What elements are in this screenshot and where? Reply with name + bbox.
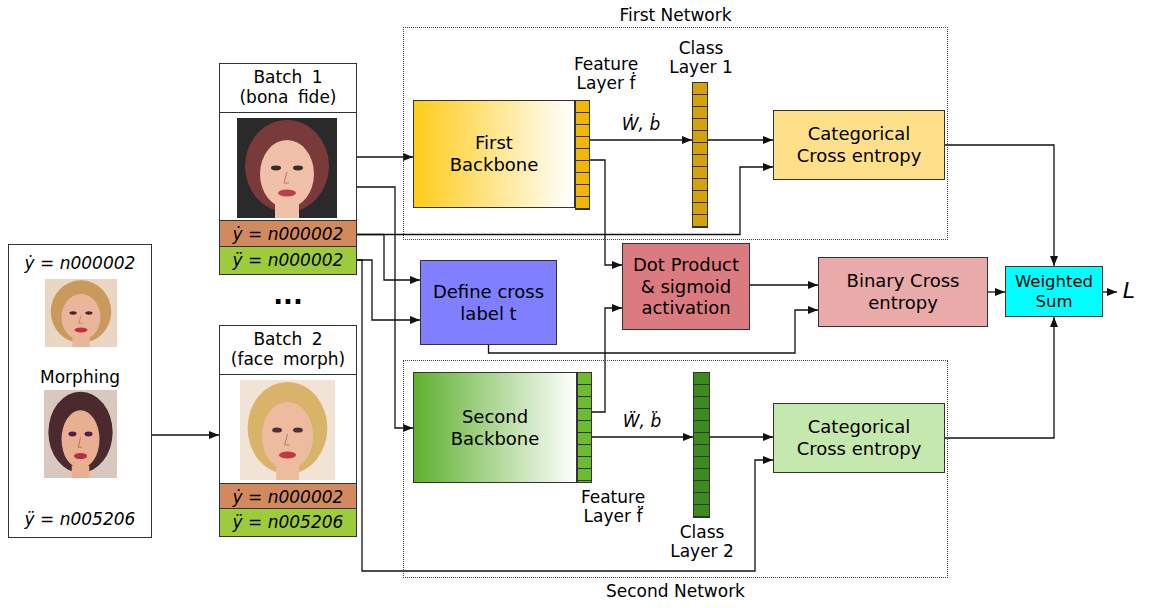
- connector-arrow: [357, 187, 413, 428]
- node-text: Second Backbone: [445, 406, 545, 449]
- backbone-box: First Backbone: [413, 100, 575, 208]
- nose: [79, 316, 83, 323]
- heading-text: Class Layer 1: [661, 39, 741, 77]
- connector-arrow: [592, 436, 693, 437]
- eye: [68, 432, 76, 437]
- node-text: Categorical Cross entropy: [784, 123, 934, 166]
- process-box: Define cross label t: [420, 260, 557, 345]
- loss-box: Binary Cross entropy: [818, 257, 988, 327]
- label-strip: ÿ = n000002: [219, 246, 357, 275]
- network-region: Second NetworkSecond BackboneFeature Lay…: [403, 360, 948, 578]
- hair: [51, 280, 111, 343]
- batch-box: Batch 1 (bona fide) ẏ = n000002 ÿ = n00000…: [219, 63, 357, 273]
- connector-arrow: [988, 291, 1005, 292]
- node-text: First Backbone: [444, 132, 544, 175]
- connector-arrow: [750, 284, 818, 285]
- node-text: Dot Product & sigmoid activation: [630, 254, 742, 319]
- backbone-box: Second Backbone: [413, 372, 577, 483]
- node-text: Weighted Sum: [1011, 272, 1097, 312]
- connector-arrow: [590, 139, 692, 140]
- face-photo: [44, 390, 117, 478]
- heading-text: Feature Layer f̈: [573, 488, 653, 526]
- node-text: Define cross label t: [429, 281, 549, 324]
- node-text: ÿ = n005206: [233, 512, 344, 532]
- node-text: ÿ = n005206: [9, 509, 151, 529]
- edge-label: Ẇ, ḃ: [596, 114, 686, 134]
- node-text: Morphing: [9, 367, 151, 387]
- feature-layer: Feature Layer f̈: [577, 372, 592, 483]
- eye: [69, 311, 76, 314]
- edge-label: Ẅ, b̈: [597, 411, 687, 431]
- class-layer: Class Layer 2: [693, 372, 710, 518]
- connector-arrow: [357, 260, 420, 320]
- feature-layer: Feature Layer ḟ: [575, 100, 590, 210]
- hair: [48, 392, 112, 473]
- connector-arrow: [945, 317, 1054, 438]
- connector-arrow: [708, 139, 773, 140]
- heading-text: Class Layer 2: [662, 523, 742, 561]
- photo-ground: [45, 279, 117, 347]
- node-text: Categorical Cross entropy: [784, 416, 934, 459]
- eye: [85, 432, 93, 437]
- batch-box: Batch 2 (face morph) ẏ = n000002 ÿ = n0052…: [219, 325, 357, 535]
- node-text: ẏ = n000002: [233, 487, 344, 507]
- heading-text: Feature Layer ḟ: [566, 55, 646, 93]
- heading-text: Second Network: [404, 581, 947, 601]
- connector-arrow: [357, 156, 413, 157]
- network-region: First NetworkFirst BackboneFeature Layer…: [403, 27, 948, 240]
- nose: [78, 438, 82, 448]
- node-text: ẏ = n000002: [9, 253, 151, 273]
- connector-arrow: [357, 235, 420, 281]
- heading-text: First Network: [404, 5, 947, 25]
- ellipsis-mark: ...: [263, 280, 313, 311]
- connector-arrow: [710, 436, 773, 437]
- lips: [75, 328, 88, 333]
- process-box: Dot Product & sigmoid activation: [622, 243, 750, 330]
- connector-arrow: [590, 160, 622, 265]
- loss-box: Categorical Cross entropy: [773, 403, 945, 473]
- face-photo: [45, 279, 117, 347]
- class-layer: Class Layer 1: [692, 82, 708, 228]
- source-faces-box: ẏ = n000002Morphing ÿ = n005206: [8, 244, 152, 538]
- output-symbol: L: [1120, 278, 1138, 304]
- connector-arrow: [152, 434, 219, 435]
- neck: [72, 466, 90, 478]
- sum-box: Weighted Sum: [1005, 266, 1103, 317]
- lips: [74, 453, 87, 459]
- node-text: Binary Cross entropy: [838, 270, 968, 313]
- loss-box: Categorical Cross entropy: [773, 110, 945, 180]
- node-text: Batch 2 (face morph): [229, 329, 347, 370]
- node-text: ÿ = n000002: [233, 250, 344, 270]
- connector-arrow: [945, 145, 1054, 266]
- eye: [85, 311, 92, 314]
- face: [62, 294, 101, 340]
- face: [62, 410, 100, 468]
- node-text: ẏ = n000002: [233, 224, 344, 244]
- node-text: Batch 1 (bona fide): [229, 67, 347, 108]
- photo-ground: [44, 390, 117, 478]
- label-strip: ÿ = n005206: [219, 508, 357, 537]
- neck: [72, 337, 89, 347]
